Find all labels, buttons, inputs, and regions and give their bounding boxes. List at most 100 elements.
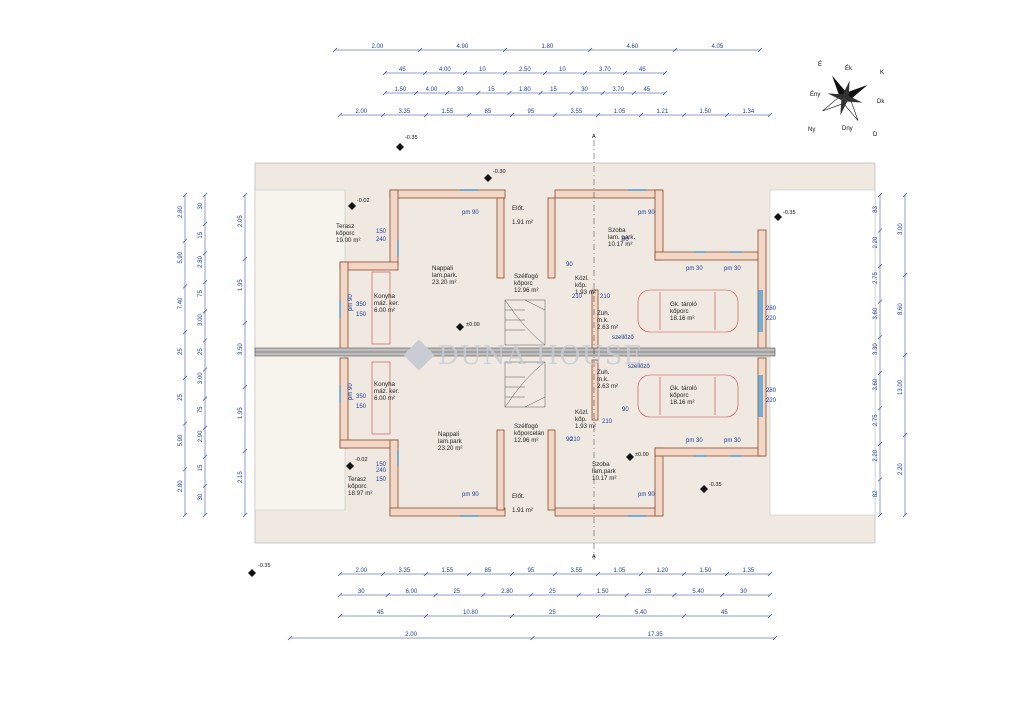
level-mark: -0.35 <box>405 135 418 141</box>
dimension-tick <box>202 512 208 518</box>
dimension-value: 2.00 <box>356 109 368 115</box>
dimension-value: 4.00 <box>439 67 451 73</box>
dimension-value: 2.90 <box>198 430 204 442</box>
opening-size: 150 <box>356 404 367 410</box>
dimension-tick <box>724 112 730 118</box>
dimension-tick <box>202 454 208 460</box>
dimension-value: 10 <box>559 67 566 73</box>
level-mark: ±0.00 <box>466 322 480 328</box>
opening-size: 210 <box>570 437 581 443</box>
dimension-value: 25 <box>549 610 556 616</box>
dimension-value: 1.50 <box>700 568 712 574</box>
dimension-value: 75 <box>198 289 204 296</box>
dimension-value: 30 <box>198 202 204 209</box>
dimension-value: 13.00 <box>898 379 904 395</box>
dimension-value: 2.15 <box>238 471 244 483</box>
dimension-tick <box>287 635 293 641</box>
dimension-value: 1.50 <box>597 589 609 595</box>
dimension-value: 2.80 <box>501 589 513 595</box>
dimension-tick <box>413 90 419 96</box>
window-tag: pm 90 <box>638 210 655 216</box>
dimension-tick <box>332 47 338 53</box>
dimension-value: 30 <box>740 589 747 595</box>
dimension-value: 45 <box>643 87 650 93</box>
room-floor: lam.park <box>438 438 463 445</box>
room-area: 23.20 m² <box>432 279 456 286</box>
opening-size: 240 <box>376 237 387 243</box>
dimension-value: 1.80 <box>519 87 531 93</box>
dimension-tick <box>681 571 687 577</box>
dimension-tick <box>202 367 208 372</box>
dimension-value: 3.55 <box>571 109 583 115</box>
dimension-tick <box>681 613 687 619</box>
dimension-tick <box>337 613 343 619</box>
room-area: 1.93 m² <box>575 423 596 430</box>
room-name: Szoba <box>608 227 626 234</box>
dimension-tick <box>681 112 687 118</box>
dimension-value: 25 <box>178 393 184 400</box>
dimension-tick <box>595 613 601 619</box>
dimension-tick <box>767 613 773 619</box>
dimension-value: 2.20 <box>873 449 879 461</box>
dimension-tick <box>509 571 515 577</box>
dimension-value: 2.00 <box>405 632 417 638</box>
room-floor: m.k. <box>597 317 609 324</box>
staircase-top <box>504 299 546 346</box>
dimension-value: 15 <box>550 87 557 93</box>
dimension-tick <box>877 192 883 198</box>
dimension-value: 1.34 <box>743 109 755 115</box>
room-floor: kőporc <box>670 392 689 399</box>
dimension-tick <box>595 571 601 577</box>
opening-size: 240 <box>376 468 387 474</box>
level-mark: -0.35 <box>709 482 722 488</box>
room-area: 1.93 m² <box>575 289 596 296</box>
dimension-tick <box>767 571 773 577</box>
dimension-value: 1.95 <box>238 407 244 419</box>
dimension-value: 45 <box>377 610 384 616</box>
dimension-tick <box>509 613 515 619</box>
compass-label: Ny <box>808 127 815 133</box>
section-mark-bottom: A <box>592 554 596 560</box>
dimension-value: 3.55 <box>571 568 583 574</box>
room-name: Konyha <box>374 293 396 300</box>
opening-size: 210 <box>602 419 613 425</box>
compass-label: É <box>818 61 822 68</box>
dimension-value: 4.60 <box>627 44 639 50</box>
dimension-value: 1.21 <box>657 109 669 115</box>
dimension-value: 82 <box>873 490 879 497</box>
level-mark: -0.35 <box>258 563 271 569</box>
room-floor: kőporcelán <box>514 430 545 437</box>
dimension-value: 3.50 <box>238 343 244 355</box>
level-mark: -0.02 <box>357 198 370 204</box>
dimension-tick <box>877 299 883 304</box>
garage-bottom <box>637 374 739 418</box>
dimension-value: 25 <box>549 589 556 595</box>
room-area: 12.96 m² <box>514 437 538 444</box>
dimension-tick <box>877 512 883 518</box>
dimension-tick <box>466 112 472 118</box>
dimension-tick <box>382 90 388 96</box>
dimension-value: 2.80 <box>198 255 204 267</box>
dimension-tick <box>576 592 582 598</box>
dimension-value: 15 <box>198 464 204 471</box>
dimension-value: 25 <box>178 348 184 355</box>
dimension-value: 1.05 <box>614 568 626 574</box>
opening-size: 280 <box>766 388 777 394</box>
opening-size: 350 <box>356 394 367 400</box>
room-area: 2.63 m² <box>597 324 618 331</box>
window-tag: pm 90 <box>462 210 479 216</box>
dimension-tick <box>528 592 534 598</box>
dimension-tick <box>902 512 908 518</box>
room-floor: kőporc <box>336 230 355 237</box>
room-floor: lam.park. <box>432 272 458 279</box>
dimension-tick <box>542 70 548 76</box>
dimension-tick <box>502 47 508 53</box>
dimension-tick <box>182 512 188 518</box>
dimension-value: 25 <box>645 589 652 595</box>
room-area: 6.00 m² <box>374 395 395 402</box>
dimension-tick <box>877 441 883 447</box>
dimension-value: 4.90 <box>457 44 469 50</box>
dimension-value: 2.80 <box>178 206 184 218</box>
dimension-tick <box>202 338 208 343</box>
